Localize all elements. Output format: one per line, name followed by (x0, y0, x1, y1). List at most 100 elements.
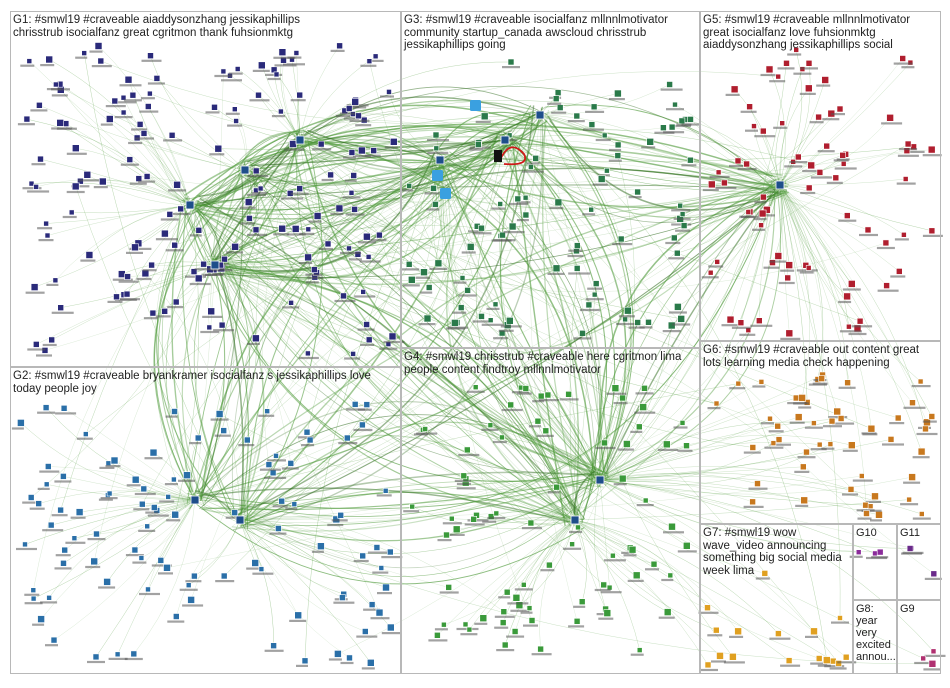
node-label-mark (271, 115, 285, 118)
edge-arc (249, 141, 293, 176)
node-label-mark (200, 330, 220, 334)
node-marker (751, 123, 757, 129)
edge-spoke (437, 519, 576, 636)
node-marker (131, 475, 140, 484)
node-marker (149, 448, 158, 457)
node-marker (425, 284, 433, 291)
edge-spoke (475, 387, 601, 481)
edge-spoke (539, 114, 619, 146)
node-label-mark (227, 124, 243, 127)
node-marker (433, 145, 440, 152)
node-marker (619, 394, 626, 402)
edge-arc (235, 105, 535, 517)
node-label-mark (585, 110, 605, 113)
edge-spoke (194, 499, 504, 612)
node-label-mark (36, 354, 52, 357)
node-marker (832, 174, 840, 182)
node-marker (927, 145, 936, 154)
group-box-g2 (10, 367, 401, 674)
edge-spoke (133, 499, 196, 655)
node-marker (129, 91, 137, 99)
edge-spoke (779, 88, 809, 186)
edge-spoke (261, 65, 301, 141)
node-marker (43, 481, 50, 488)
node-label-mark (75, 56, 88, 59)
node-label-mark (357, 408, 372, 411)
edge-arc (223, 258, 607, 486)
node-label-mark (453, 281, 467, 284)
edge-spoke (194, 325, 508, 501)
node-marker (71, 182, 80, 191)
node-marker (313, 212, 322, 220)
node-label-mark (606, 392, 627, 395)
node-marker (420, 268, 428, 277)
edge-spoke (299, 139, 899, 419)
node-marker (628, 545, 637, 554)
node-marker (26, 58, 33, 64)
node-marker (388, 332, 397, 341)
edge-spoke (194, 279, 412, 501)
edge-spoke (779, 184, 932, 232)
node-label-mark (445, 327, 465, 330)
node-label-mark (547, 102, 562, 105)
node-layer (11, 42, 946, 672)
edge-spoke (599, 388, 645, 481)
node-marker (887, 436, 895, 443)
edge-arc (184, 141, 444, 197)
node-marker (463, 446, 471, 454)
edge-spoke (779, 184, 887, 286)
node-label-mark (165, 249, 184, 252)
node-label-mark (595, 138, 611, 142)
edge-arc (502, 133, 616, 513)
node-marker (779, 120, 786, 126)
node-label-mark (540, 569, 555, 572)
node-marker (337, 511, 345, 519)
edge-spoke (412, 506, 576, 529)
node-label-mark (348, 258, 362, 261)
edge-spoke (574, 519, 834, 662)
node-label-mark (138, 180, 156, 183)
edge-spoke (439, 159, 458, 323)
node-marker (707, 180, 716, 189)
node-marker (83, 171, 92, 179)
edge-arc (294, 85, 779, 184)
node-label-mark (901, 66, 915, 69)
edge-spoke (599, 322, 638, 481)
node-marker (928, 413, 936, 420)
edge-spoke (568, 394, 601, 481)
node-label-mark (666, 108, 684, 111)
node-label-mark (538, 399, 559, 402)
node-label-mark (508, 202, 528, 206)
node-label-mark (657, 448, 678, 451)
node-marker (917, 378, 924, 385)
edge-spoke (539, 114, 622, 240)
edge-arc (222, 260, 597, 482)
group-label-g3: G3: #smwl19 #craveable isocialfanz mllnn… (404, 14, 668, 51)
node-label-mark (516, 392, 532, 395)
node-label-mark (159, 500, 175, 503)
node-label-mark (598, 617, 614, 620)
edge-spoke (194, 519, 241, 577)
node-label-mark (209, 153, 225, 156)
edge-arc (194, 401, 592, 504)
edge-spoke (504, 519, 576, 646)
edge-spoke (674, 104, 781, 186)
node-marker (886, 114, 894, 122)
node-label-mark (98, 498, 113, 501)
edge-spoke (779, 69, 803, 186)
edge-spoke (150, 55, 246, 171)
node-label-mark (623, 554, 637, 557)
edge-arc (295, 141, 780, 186)
node-label-mark (494, 626, 509, 629)
node-marker (588, 121, 596, 128)
edge-spoke (239, 519, 343, 598)
edge-arc (599, 182, 787, 472)
node-marker (386, 548, 394, 556)
edge-spoke (504, 139, 519, 199)
node-marker (785, 261, 794, 269)
edge-arc (290, 144, 787, 210)
edge-spoke (439, 159, 533, 621)
node-marker (360, 289, 367, 295)
node-label-mark (215, 580, 235, 583)
edge-spoke (779, 184, 848, 297)
